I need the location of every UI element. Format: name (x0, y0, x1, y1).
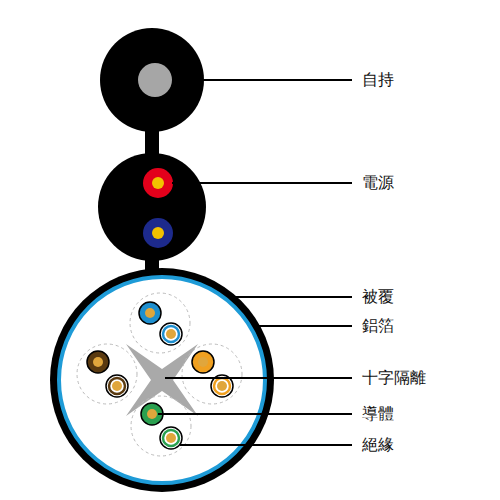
wire-conductor (166, 329, 176, 339)
power-conductor-blue (143, 218, 173, 248)
wire-stripe (109, 378, 125, 394)
wire-insulation (139, 302, 161, 324)
leader-line (180, 444, 352, 446)
leader-line (165, 377, 352, 379)
wire-conductor (166, 433, 176, 443)
wire-insulation (160, 323, 182, 345)
part-label: 絕緣 (362, 435, 394, 454)
pair-boundary (131, 396, 191, 456)
power-sheath (98, 153, 206, 261)
leader-lines (158, 80, 352, 445)
leader-line (182, 79, 352, 81)
pair-boundary (77, 344, 137, 404)
part-label: 自持 (362, 70, 394, 89)
messenger-wire (138, 63, 172, 97)
part-label: 電源 (362, 173, 394, 192)
wire-conductor (145, 308, 155, 318)
power-conductor-red (143, 168, 173, 198)
wire-conductor (198, 357, 208, 367)
wire-insulation (87, 351, 109, 373)
pair-boundary (182, 344, 242, 404)
cross-separator (126, 344, 198, 416)
wire-insulation (106, 375, 128, 397)
leader-line (258, 325, 352, 327)
wire-conductor (147, 409, 157, 419)
wire-insulation (160, 427, 182, 449)
wire-conductor (93, 357, 103, 367)
leader-line (158, 413, 352, 415)
power-core (152, 177, 164, 189)
wire-stripe (163, 430, 179, 446)
part-label: 導體 (362, 404, 394, 423)
wire-stripe (214, 378, 230, 394)
outer-jacket (50, 268, 274, 492)
twisted-pairs (77, 293, 242, 456)
leader-line (232, 296, 352, 298)
wire-stripe (163, 326, 179, 342)
power-core (152, 227, 164, 239)
part-label: 十字隔離 (362, 368, 426, 387)
wire-conductor (217, 381, 227, 391)
part-label: 鋁箔 (362, 316, 394, 335)
part-label: 被覆 (362, 287, 394, 306)
wire-insulation (192, 351, 214, 373)
leader-line (172, 182, 352, 184)
wire-conductor (112, 381, 122, 391)
aluminium-foil (59, 277, 265, 483)
pair-boundary (130, 293, 190, 353)
